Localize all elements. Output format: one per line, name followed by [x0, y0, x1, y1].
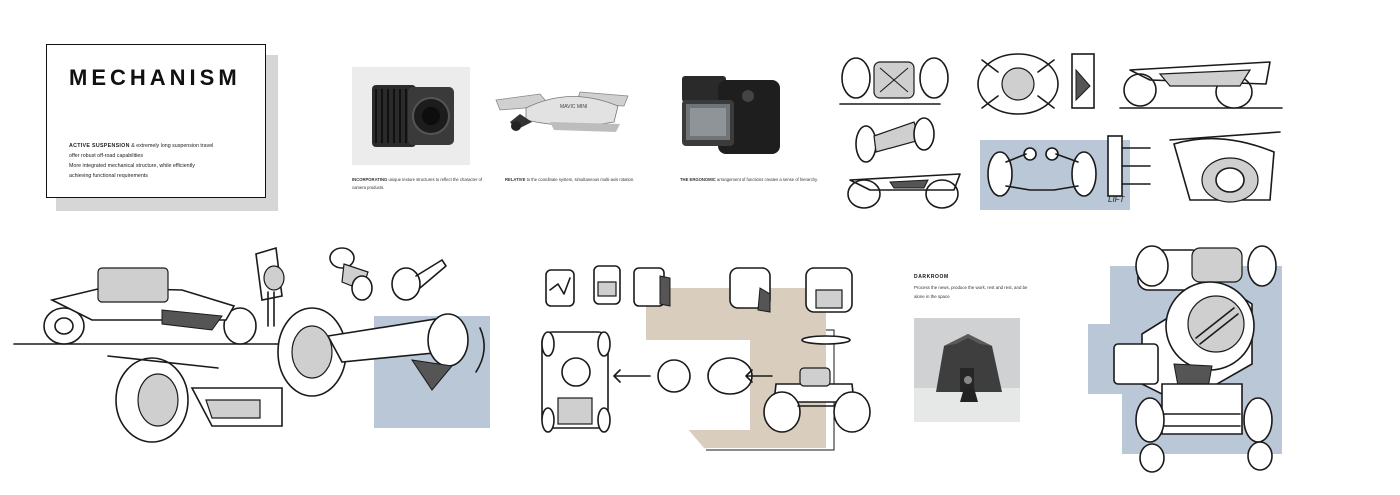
description-line-3: More integrated mechanical structure, wh… [69, 163, 195, 169]
lens-transform-diagram [613, 335, 851, 430]
darkroom-title: DARKROOM [914, 274, 949, 280]
page-title: MECHANISM [69, 65, 241, 90]
vehicle-sketches-top-right: LIFT [839, 53, 1283, 210]
caption-3-text: arrangement of functions creates a sense… [715, 177, 818, 182]
drone-photo: MAVIC MINI [490, 78, 640, 158]
lift-label: LIFT [1108, 195, 1126, 204]
title-card-description: ACTIVE SUSPENSION & extremely long suspe… [69, 141, 259, 181]
vehicle-front-view-sketch [977, 53, 1059, 115]
drone-illustration: MAVIC MINI [495, 91, 629, 132]
camera-module-illustration [372, 85, 454, 147]
ice-tent-illustration [914, 334, 1020, 422]
vehicle-top-view-sketch [839, 57, 949, 105]
vehicle-top-view-sketch-2 [541, 331, 611, 433]
vehicle-side-view-sketch [1071, 53, 1283, 109]
wheel-linkage-diagram: LIFT [987, 135, 1151, 204]
description-lead-rest: & extremely long suspension travel [129, 143, 214, 149]
title-card: MECHANISM ACTIVE SUSPENSION & extremely … [46, 44, 266, 198]
camera-module-sketches [545, 265, 853, 313]
camera-inspired-sketches-bottom-center [541, 265, 871, 451]
suspension-sketches-bottom-left [13, 246, 490, 443]
medium-format-camera-photo [678, 72, 790, 158]
ice-tent-photo [914, 318, 1020, 422]
camera-module-photo [352, 67, 470, 165]
darkroom-description: Process the news, produce the work, rest… [914, 285, 1028, 299]
caption-1-text: unique texture structures to reflect the… [352, 177, 483, 190]
vehicle-rear-sketch [1169, 131, 1281, 203]
medium-format-camera-illustration [682, 76, 780, 154]
vehicle-side-view-sketch-2 [847, 173, 961, 209]
vehicle-top-view-large-sketch [1088, 245, 1282, 473]
caption-medium-format-camera: THE ERGONOMIC arrangement of functions c… [680, 176, 820, 184]
vehicle-side-sketch-left [43, 267, 257, 345]
caption-drone: RELATIVE to the coordinate system, simul… [505, 176, 645, 184]
caption-1-bold: INCORPORATING [352, 177, 388, 182]
caption-3-bold: THE ERGONOMIC [680, 177, 716, 182]
suspension-arm-sketch [855, 117, 935, 163]
mechanism-detail-sketches [255, 246, 447, 327]
drone-brand-label: MAVIC MINI [560, 104, 587, 110]
large-arm-joint-sketch [277, 307, 485, 397]
description-line-4: achieving functional requirements [69, 173, 148, 179]
description-lead-bold: ACTIVE SUSPENSION [69, 143, 130, 149]
description-line-2: offer robust off-road capabilities [69, 153, 144, 159]
caption-2-text: to the coordinate system, simultaneous m… [525, 177, 635, 182]
vehicle-front-sketch [763, 367, 871, 433]
wheel-hub-sketch [107, 355, 283, 443]
caption-2-bold: RELATIVE [505, 177, 526, 182]
caption-camera-module: INCORPORATING unique texture structures … [352, 176, 492, 192]
